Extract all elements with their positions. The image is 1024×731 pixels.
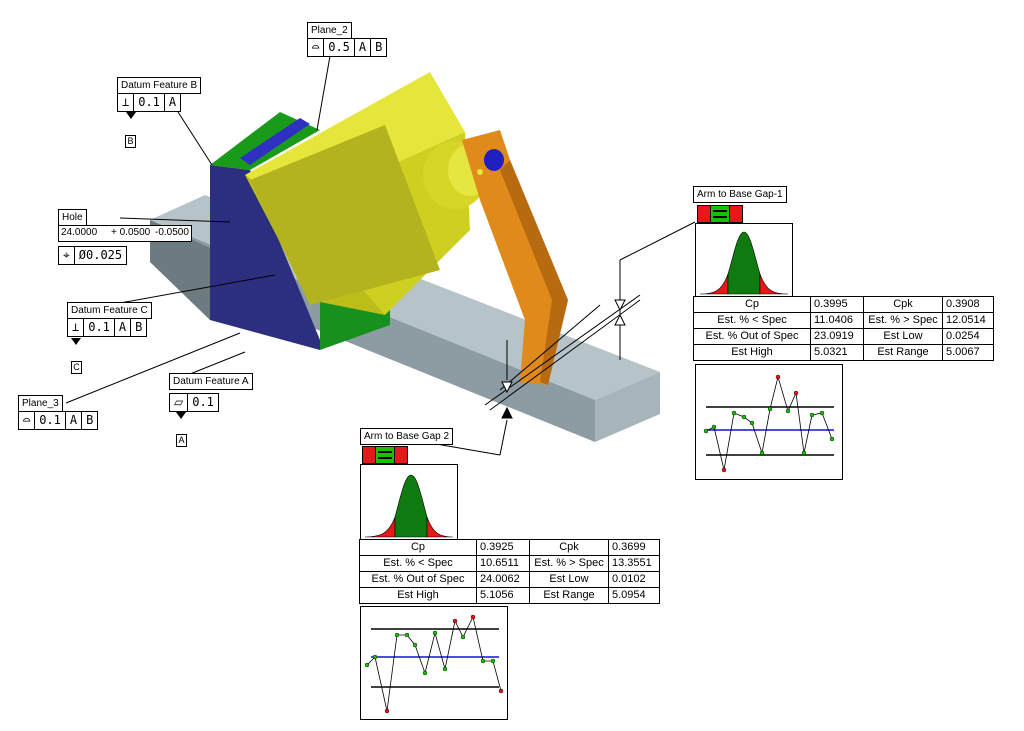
stat-label: Est. % Out of Spec <box>693 328 811 345</box>
datum-b-title[interactable]: Datum Feature B <box>117 77 202 94</box>
stat-value: 0.3995 <box>810 296 864 313</box>
datum-triangle-icon <box>126 112 136 119</box>
gap2-status-indicator <box>362 446 408 464</box>
stat-value: 0.3908 <box>942 296 994 313</box>
stat-value: 13.3551 <box>608 555 660 572</box>
tolerance-value: 0.5 <box>324 39 355 56</box>
tolerance-value: 0.1 <box>192 395 214 409</box>
stat-value: 5.0321 <box>810 344 864 361</box>
datum-a-title[interactable]: Datum Feature A <box>169 373 253 390</box>
stat-value: 10.6511 <box>476 555 530 572</box>
datum-ref-b: B <box>135 320 143 334</box>
stat-value: 5.1056 <box>476 587 530 604</box>
hole-nominal: 24.0000 <box>61 227 98 238</box>
gap1-title[interactable]: Arm to Base Gap-1 <box>693 186 787 203</box>
hole-dimension[interactable]: 24.0000 + 0.0500 -0.0500 <box>58 225 192 242</box>
datum-triangle-icon <box>71 338 81 345</box>
perpendicularity-icon: ⊥ <box>68 319 85 336</box>
hole-minus-tol: -0.0500 <box>155 227 189 238</box>
hole-control-frame[interactable]: ⌖ Ø0.025 <box>58 246 128 265</box>
datum-c-title[interactable]: Datum Feature C <box>67 302 152 319</box>
pin-tip <box>477 169 483 175</box>
stat-value: 11.0406 <box>810 312 864 329</box>
datum-b-control-frame[interactable]: ⊥ 0.1 A <box>117 93 182 112</box>
gap2-histogram <box>360 464 458 540</box>
tolerance-value: Ø0.025 <box>78 248 123 262</box>
gap1-histogram <box>695 223 793 297</box>
bracket-top-blue <box>240 118 310 165</box>
base-plate-left-shadow <box>150 220 210 320</box>
datum-label-b: B <box>125 135 136 148</box>
gap-marker-1 <box>614 299 626 312</box>
bracket-side <box>210 165 320 350</box>
hole-title[interactable]: Hole <box>58 209 87 226</box>
datum-triangle-icon <box>176 412 186 419</box>
pin-head <box>484 149 504 171</box>
stat-value: 5.0067 <box>942 344 994 361</box>
flatness-icon: ⏥ <box>170 394 189 411</box>
plane3-title[interactable]: Plane_3 <box>18 395 63 412</box>
stat-value: 0.3925 <box>476 539 530 556</box>
stat-label: Est Range <box>863 344 943 361</box>
datum-ref-a: A <box>355 39 372 56</box>
hole-plus-tol: + 0.0500 <box>111 227 151 238</box>
tolerance-value: 0.1 <box>84 319 115 336</box>
stat-label: Cp <box>359 539 477 556</box>
stat-label: Est High <box>359 587 477 604</box>
stat-value: 0.3699 <box>608 539 660 556</box>
stat-label: Est. % > Spec <box>529 555 609 572</box>
stat-value: 5.0954 <box>608 587 660 604</box>
datum-ref-b: B <box>375 40 383 54</box>
datum-ref-a: A <box>115 319 132 336</box>
gap-marker-1b <box>614 313 626 326</box>
gap-marker-2b <box>501 406 513 419</box>
plane3-control-frame[interactable]: ⌓ 0.1 A B <box>18 411 99 430</box>
stat-label: Est High <box>693 344 811 361</box>
stat-label: Est Low <box>863 328 943 345</box>
arm-shadow <box>500 160 568 385</box>
gap1-status-indicator <box>697 205 743 223</box>
tolerance-value: 0.1 <box>35 412 66 429</box>
stat-value: 12.0514 <box>942 312 994 329</box>
gap-marker-2 <box>501 381 513 394</box>
stat-label: Est. % < Spec <box>359 555 477 572</box>
stat-label: Est. % < Spec <box>693 312 811 329</box>
stat-label: Cp <box>693 296 811 313</box>
stat-label: Est Range <box>529 587 609 604</box>
profile-surface-icon: ⌓ <box>19 412 36 429</box>
datum-ref-a: A <box>168 95 177 109</box>
datum-ref-a: A <box>66 412 83 429</box>
arm-body <box>462 130 568 385</box>
datum-label-c: C <box>71 361 82 374</box>
plane2-title[interactable]: Plane_2 <box>307 22 352 39</box>
datum-a-control-frame[interactable]: ⏥ 0.1 <box>169 393 219 412</box>
stat-label: Est. % > Spec <box>863 312 943 329</box>
stat-label: Est Low <box>529 571 609 588</box>
datum-ref-b: B <box>86 413 94 427</box>
leader-lines <box>65 55 696 456</box>
position-icon: ⌖ <box>59 247 75 264</box>
gap2-run-chart <box>360 606 508 720</box>
datum-label-a: A <box>176 434 187 447</box>
base-plate-end <box>595 372 660 442</box>
stat-label: Est. % Out of Spec <box>359 571 477 588</box>
gap1-run-chart <box>695 364 843 480</box>
profile-surface-icon: ⌓ <box>308 39 325 56</box>
stat-label: Cpk <box>529 539 609 556</box>
datum-c-control-frame[interactable]: ⊥ 0.1 A B <box>67 318 148 337</box>
stat-value: 24.0062 <box>476 571 530 588</box>
stat-value: 23.0919 <box>810 328 864 345</box>
perpendicularity-icon: ⊥ <box>118 94 135 111</box>
gap2-title[interactable]: Arm to Base Gap 2 <box>360 428 454 445</box>
stat-value: 0.0254 <box>942 328 994 345</box>
stat-label: Cpk <box>863 296 943 313</box>
stat-value: 0.0102 <box>608 571 660 588</box>
plane2-control-frame[interactable]: ⌓ 0.5 A B <box>307 38 388 57</box>
block-face <box>250 125 440 305</box>
tolerance-value: 0.1 <box>134 94 165 111</box>
